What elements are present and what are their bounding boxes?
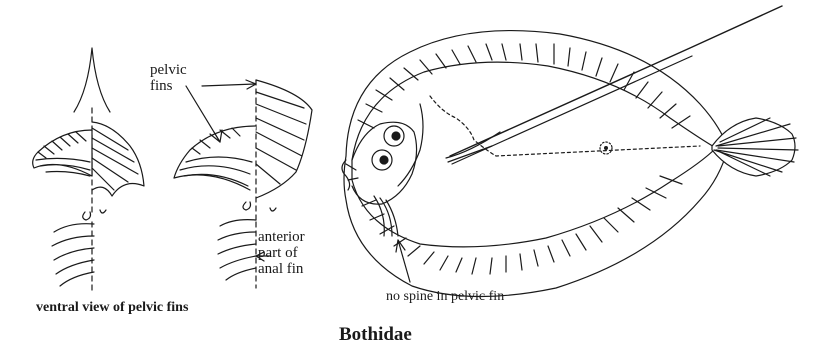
label-anal-fin: anterior part of anal fin bbox=[258, 229, 305, 277]
ventral-view-left bbox=[33, 48, 144, 292]
label-pelvic-fins: pelvic fins bbox=[150, 62, 187, 94]
label-no-spine: no spine in pelvic fin bbox=[386, 289, 504, 305]
label-anal-fin-line1: anterior bbox=[258, 229, 305, 245]
figure-title: Bothidae bbox=[339, 324, 412, 346]
label-anal-fin-line2: part of bbox=[258, 245, 305, 261]
label-anal-fin-line3: anal fin bbox=[258, 261, 305, 277]
flounder-drawing bbox=[342, 6, 798, 297]
label-pelvic-fins-line2: fins bbox=[150, 78, 187, 94]
label-pelvic-fins-line1: pelvic bbox=[150, 62, 187, 78]
caption-ventral-view: ventral view of pelvic fins bbox=[36, 300, 188, 316]
